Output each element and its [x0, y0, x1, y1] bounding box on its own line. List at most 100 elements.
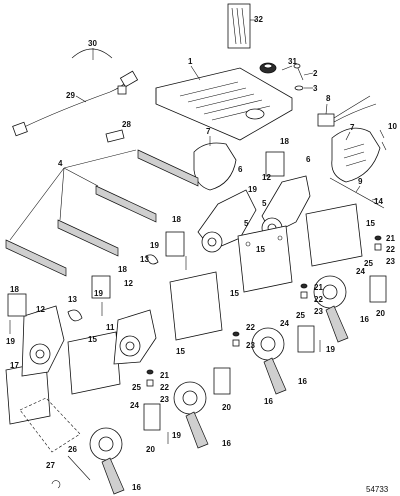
callout-19-b: 19	[150, 241, 159, 250]
callout-15-d: 15	[88, 335, 97, 344]
callout-26: 26	[68, 445, 77, 454]
callout-23-c: 23	[246, 341, 255, 350]
callout-16-a: 16	[360, 315, 369, 324]
callout-16-c: 16	[222, 439, 231, 448]
callout-15-a: 15	[366, 219, 375, 228]
wiring-harness	[12, 70, 139, 137]
callout-3: 3	[313, 84, 318, 93]
callout-7-right: 7	[350, 123, 355, 132]
callout-27: 27	[46, 461, 55, 470]
mount-plate-4	[67, 331, 121, 395]
callout-19-c: 19	[94, 289, 103, 298]
callout-23-a: 23	[386, 257, 395, 266]
callout-30: 30	[88, 39, 97, 48]
callout-24-b: 24	[280, 319, 289, 328]
callout-11: 11	[106, 323, 115, 332]
callout-24-c: 24	[130, 401, 139, 410]
motor-cover-left	[193, 142, 237, 191]
callout-22-d: 22	[160, 383, 169, 392]
callout-25-b: 25	[296, 311, 305, 320]
callout-5-b: 5	[262, 199, 267, 208]
motor-1	[313, 275, 349, 343]
leader-lines	[75, 65, 379, 201]
callout-18-a: 18	[280, 137, 289, 146]
washer	[294, 85, 304, 91]
fasteners	[9, 235, 382, 444]
switch	[317, 95, 377, 127]
callout-20-b: 20	[222, 403, 231, 412]
screw	[293, 63, 304, 81]
callout-10: 10	[388, 122, 397, 131]
callout-15-b: 15	[256, 245, 265, 254]
callout-24-a: 24	[356, 267, 365, 276]
callout-18-d: 18	[10, 285, 19, 294]
motor-2	[251, 327, 287, 395]
actuator-lower-left	[7, 293, 65, 377]
callout-23-d: 23	[160, 395, 169, 404]
grommet	[259, 62, 277, 74]
bracket-upper	[165, 151, 285, 257]
callout-21-c: 21	[160, 371, 169, 380]
callout-32: 32	[254, 15, 263, 24]
wire-strap	[71, 48, 113, 59]
callout-25-c: 25	[132, 383, 141, 392]
callout-15-c: 15	[230, 289, 239, 298]
figure-number: 54733	[366, 485, 389, 494]
callout-31: 31	[288, 57, 297, 66]
callout-1: 1	[188, 57, 193, 66]
callout-21-b: 21	[314, 283, 323, 292]
callout-16-d: 16	[264, 397, 273, 406]
pin	[67, 455, 91, 481]
actuator-lower-mid	[91, 275, 157, 365]
callout-9: 9	[358, 177, 363, 186]
cover-plate	[155, 67, 293, 141]
seal-strips	[5, 149, 199, 277]
callout-18-c: 18	[118, 265, 127, 274]
motor-4	[89, 427, 125, 495]
motor-3	[173, 381, 209, 449]
callout-21-a: 21	[386, 234, 395, 243]
callout-29: 29	[66, 91, 75, 100]
callout-22-c: 22	[246, 323, 255, 332]
callout-20-a: 20	[376, 309, 385, 318]
callout-12-a: 12	[262, 173, 271, 182]
motor-cover-right	[331, 127, 381, 183]
callout-5-a: 5	[244, 219, 249, 228]
callout-18-b: 18	[172, 215, 181, 224]
callout-4: 4	[58, 159, 63, 168]
callout-7-left: 7	[206, 127, 211, 136]
callout-12-b: 12	[124, 279, 133, 288]
brackets-20	[143, 275, 387, 431]
callout-19-d: 19	[6, 337, 15, 346]
callout-22-b: 22	[314, 295, 323, 304]
callout-16-b: 16	[298, 377, 307, 386]
mount-plate-2	[305, 203, 363, 267]
callout-19-a: 19	[248, 185, 257, 194]
callout-14: 14	[374, 197, 383, 206]
e-clip	[51, 480, 61, 489]
callout-19-f: 19	[172, 431, 181, 440]
callout-6-a: 6	[238, 165, 243, 174]
callout-28: 28	[122, 120, 131, 129]
callout-13-b: 13	[68, 295, 77, 304]
mount-plate-1	[237, 225, 293, 293]
callout-22-a: 22	[386, 245, 395, 254]
callout-25-a: 25	[364, 259, 373, 268]
drive-rod	[329, 177, 385, 209]
callout-12-c: 12	[36, 305, 45, 314]
callout-6-b: 6	[306, 155, 311, 164]
callout-15-e: 15	[176, 347, 185, 356]
decal-strips	[227, 3, 251, 49]
callout-20-c: 20	[146, 445, 155, 454]
clip	[105, 129, 125, 143]
callout-2: 2	[313, 69, 318, 78]
callout-labels: 32 30 1 31 2 3 29 8 28 10 7 7 4 18 6 6 9…	[6, 15, 397, 492]
callout-16-e: 16	[132, 483, 141, 492]
callout-17: 17	[10, 361, 19, 370]
screws	[379, 129, 387, 151]
callout-19-e: 19	[326, 345, 335, 354]
callout-23-b: 23	[314, 307, 323, 316]
callout-8: 8	[326, 94, 331, 103]
